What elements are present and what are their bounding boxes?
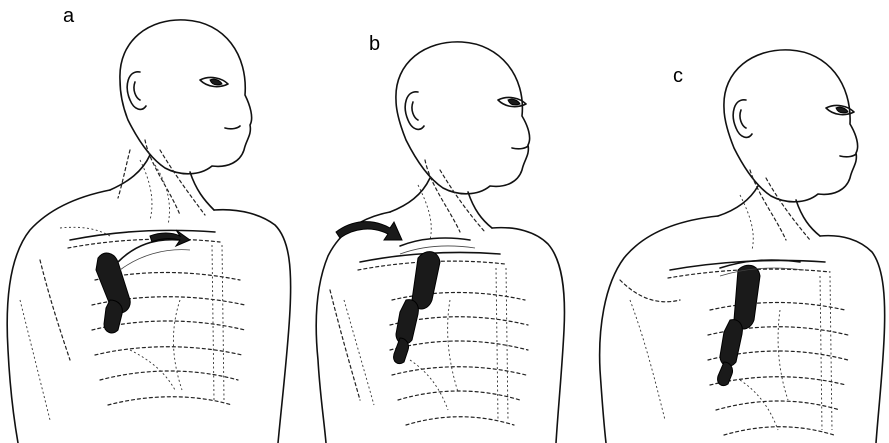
anatomy-illustration-b bbox=[300, 0, 590, 443]
anatomy-illustration-a bbox=[0, 0, 300, 443]
panel-a: a bbox=[0, 0, 300, 443]
panel-b: b bbox=[300, 0, 590, 443]
panel-c: c bbox=[590, 0, 889, 443]
anatomy-illustration-c bbox=[590, 0, 889, 443]
